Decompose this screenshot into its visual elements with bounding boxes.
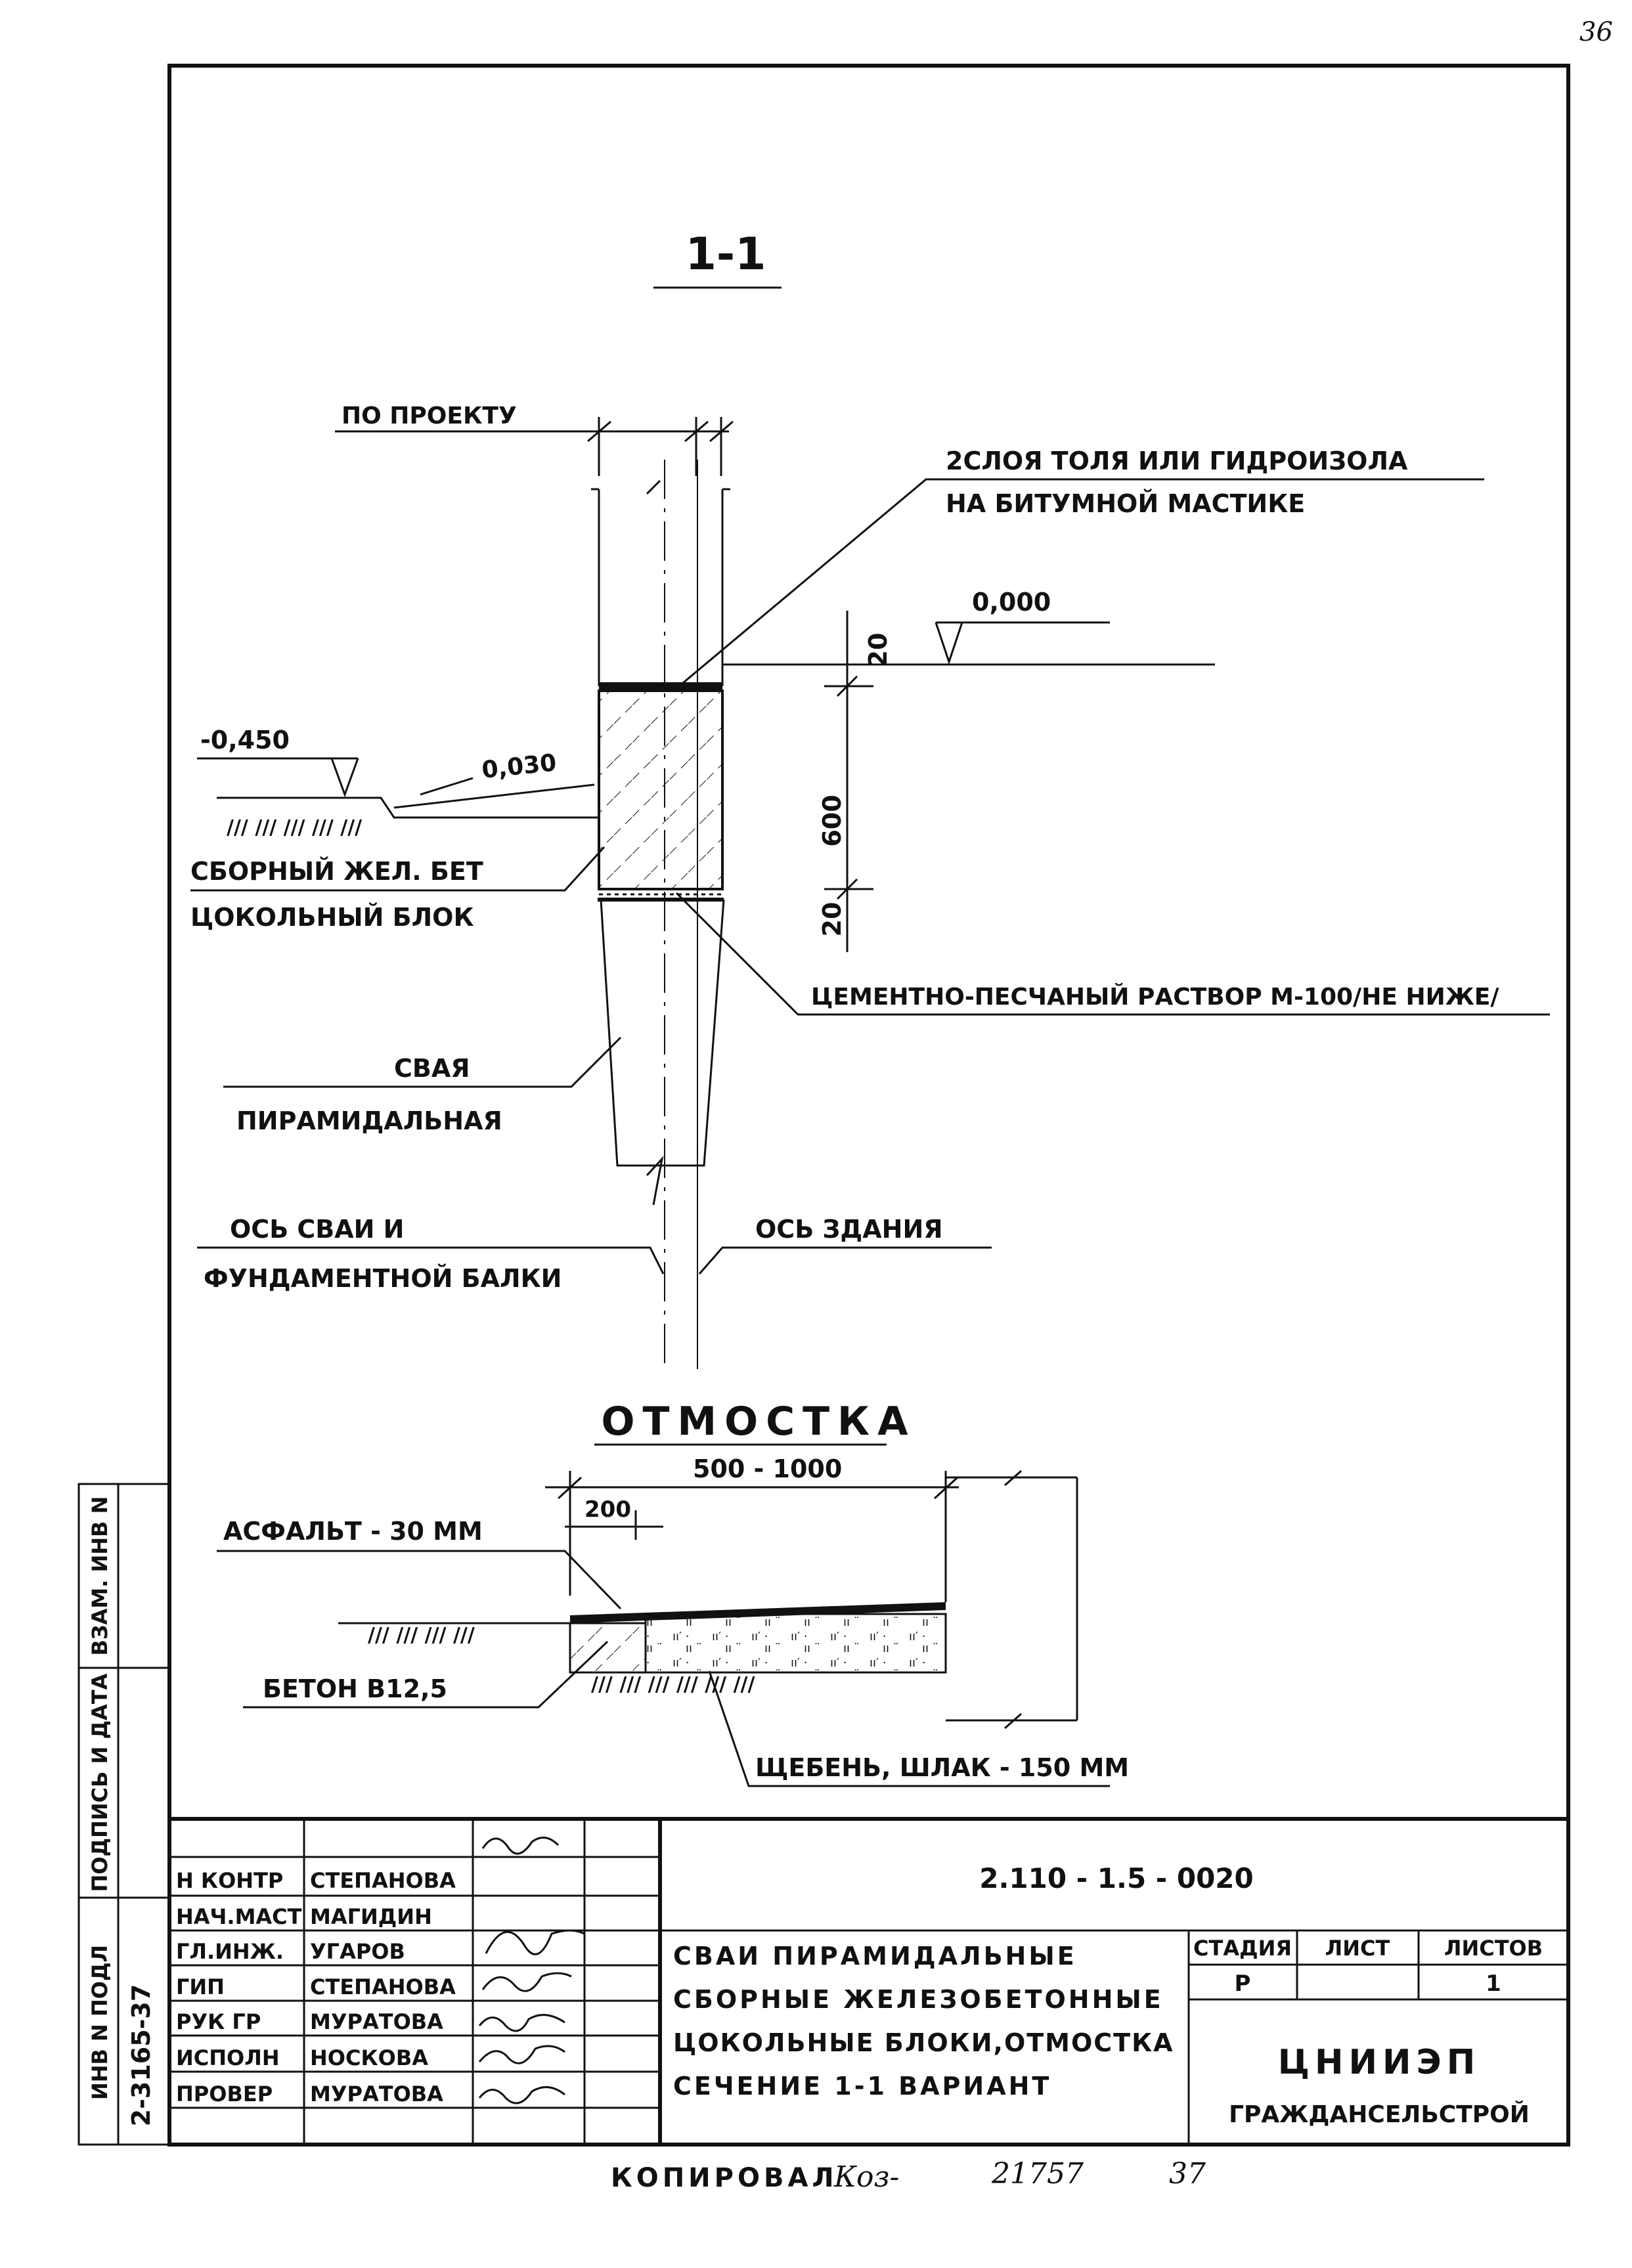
label-mortar: ЦЕМЕНТНО-ПЕСЧАНЫЙ РАСТВОР М-100/НЕ НИЖЕ/	[811, 983, 1499, 1011]
label-axis-pile-1: ОСЬ СВАИ И	[230, 1215, 404, 1244]
ground-line-left	[217, 796, 599, 819]
label-axis-building: ОСЬ ЗДАНИЯ	[755, 1215, 943, 1244]
stage-value: Р	[1235, 1971, 1251, 1997]
side-inv-orig: ИНВ N ПОДЛ	[87, 1945, 112, 2100]
role-2: ГЛ.ИНЖ.	[176, 1939, 284, 1964]
ground-hatch: /// /// /// /// /// ///	[591, 1673, 755, 1696]
label-block-1: СБОРНЫЙ ЖЕЛ. БЕТ	[190, 857, 483, 886]
label-concrete: БЕТОН В12,5	[263, 1674, 447, 1703]
sheet-header: ЛИСТ	[1325, 1936, 1390, 1961]
org-name-2: ГРАЖДАНСЕЛЬСТРОЙ	[1229, 2101, 1530, 2128]
dim-project-label: ПО ПРОЕКТУ	[342, 403, 517, 429]
axis-pile-leader	[197, 1246, 665, 1275]
description-line-4: СЕЧЕНИЕ 1-1 ВАРИАНТ	[673, 2072, 1051, 2101]
label-gravel: ЩЕБЕНЬ, ШЛАК - 150 ММ	[755, 1753, 1129, 1782]
dim-20-bottom: 20	[818, 902, 847, 937]
role-4: РУК ГР	[176, 2009, 261, 2034]
role-0: Н КОНТР	[176, 1868, 283, 1893]
dim-tick-mark	[684, 420, 709, 443]
drawing-frame	[167, 64, 1570, 2147]
dim-tick-mark	[587, 420, 611, 443]
label-pile-2: ПИРАМИДАЛЬНАЯ	[236, 1106, 502, 1135]
ground-hatch: /// /// /// /// ///	[227, 816, 362, 839]
slope-line	[393, 783, 595, 809]
side-replace-inv: ВЗАМ. ИНВ N	[87, 1496, 112, 1656]
asphalt-leader	[217, 1550, 622, 1610]
slope-value: 0,030	[481, 749, 558, 784]
gravel-leader	[708, 1670, 1110, 1787]
side-stamp	[77, 1483, 171, 2146]
side-sign-date: ПОДПИСЬ И ДАТА	[87, 1673, 112, 1892]
label-pile-1: СВАЯ	[394, 1054, 470, 1083]
dim-width: 500 - 1000	[693, 1454, 842, 1483]
dim-200: 200	[584, 1496, 631, 1523]
gravel-layer	[644, 1613, 947, 1674]
role-6: ПРОВЕР	[176, 2082, 273, 2106]
dim-20-top: 20	[864, 633, 893, 668]
stage-header: СТАДИЯ	[1193, 1936, 1292, 1961]
block-leader	[190, 846, 606, 892]
section-title: 1-1	[686, 229, 766, 280]
label-block-2: ЦОКОЛЬНЫЙ БЛОК	[190, 903, 474, 932]
mortar-leader	[675, 892, 1550, 1016]
label-axis-pile-2: ФУНДАМЕНТНОЙ БАЛКИ	[204, 1264, 562, 1293]
otmostka-title: ОТМОСТКА	[601, 1399, 915, 1445]
wall-break-mark	[1004, 1712, 1022, 1730]
concrete-edge	[569, 1622, 647, 1674]
description-line-3: ЦОКОЛЬНЫЕ БЛОКИ,ОТМОСТКА	[673, 2028, 1174, 2057]
order-number: 21757	[991, 2157, 1084, 2191]
title-block	[169, 1817, 1568, 2145]
wall-break-mark	[646, 479, 661, 495]
label-asphalt: АСФАЛЬТ - 30 ММ	[223, 1517, 483, 1546]
name-2: УГАРОВ	[310, 1939, 405, 1964]
name-3: СТЕПАНОВА	[310, 1974, 456, 1999]
sheets-header: ЛИСТОВ	[1444, 1936, 1543, 1961]
side-inv-value: 2-3165-37	[127, 1984, 156, 2127]
note-waterproof-2: НА БИТУМНОЙ МАСТИКЕ	[946, 489, 1305, 518]
role-1: НАЧ.МАСТ	[176, 1904, 302, 1929]
name-1: МАГИДИН	[310, 1904, 432, 1929]
axis-building-leader	[698, 1246, 992, 1275]
dim-tick-mark	[836, 675, 858, 697]
name-5: НОСКОВА	[310, 2045, 428, 2070]
dim-tick-mark	[836, 878, 858, 900]
doc-code: 2.110 - 1.5 - 0020	[979, 1862, 1254, 1894]
sheets-value: 1	[1486, 1971, 1501, 1997]
name-6: МУРАТОВА	[310, 2082, 443, 2106]
pyramidal-pile	[600, 899, 725, 1167]
description-line-1: СВАИ ПИРАМИДАЛЬНЫЕ	[673, 1942, 1077, 1971]
role-3: ГИП	[176, 1974, 225, 1999]
waterproof-leader	[682, 478, 1484, 684]
dim-tick-mark	[557, 1476, 583, 1500]
description-line-2: СБОРНЫЕ ЖЕЛЕЗОБЕТОННЫЕ	[673, 1985, 1164, 2014]
plinth-block	[598, 689, 724, 890]
name-4: МУРАТОВА	[310, 2009, 443, 2034]
dim-600: 600	[818, 795, 847, 846]
level-zero-arrow	[935, 622, 963, 665]
copier-signature: Коз-	[833, 2160, 899, 2194]
dim-tick-mark	[933, 1476, 959, 1500]
level-zero: 0,000	[972, 588, 1051, 617]
pile-leader	[223, 1036, 622, 1088]
format-number: 37	[1169, 2157, 1206, 2191]
org-name-1: ЦНИИЭП	[1278, 2043, 1480, 2082]
name-0: СТЕПАНОВА	[310, 1868, 456, 1893]
role-5: ИСПОЛН	[176, 2045, 280, 2070]
level-minus-arrow	[330, 758, 359, 798]
note-waterproof-1: 2СЛОЯ ТОЛЯ ИЛИ ГИДРОИЗОЛА	[946, 447, 1408, 475]
signatures	[478, 1837, 585, 2104]
dim-tick-mark	[709, 420, 734, 443]
wall-break-mark	[1004, 1470, 1022, 1487]
copied-label: КОПИРОВАЛ	[611, 2163, 838, 2193]
slope-arrow	[420, 777, 474, 796]
level-minus: -0,450	[200, 726, 290, 754]
ground-hatch: /// /// /// ///	[368, 1624, 475, 1647]
pile-break-mark	[646, 1156, 664, 1206]
concrete-leader	[243, 1640, 609, 1709]
sheet-number: 36	[1579, 17, 1613, 47]
